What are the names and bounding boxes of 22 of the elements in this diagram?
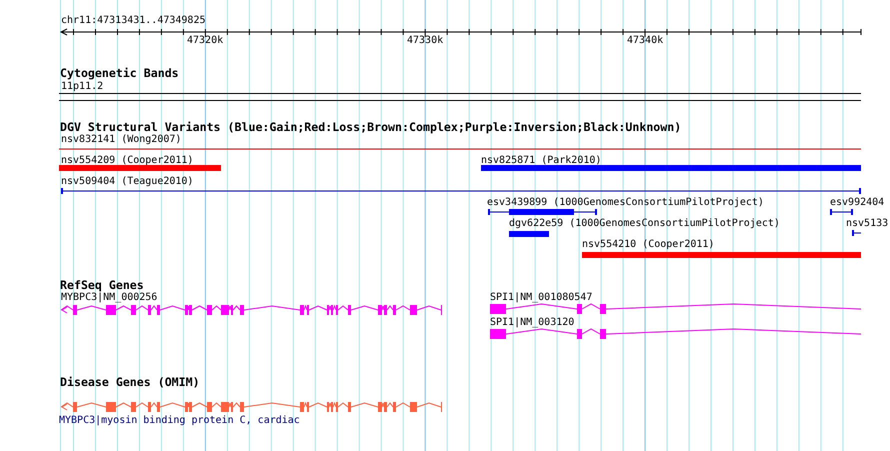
band-name: 11p11.2 [61,81,104,93]
variant-name: nsv509404 (Teague2010) [61,176,194,188]
scale-label: 47330k [407,35,444,47]
variant-name: esv3439899 (1000GenomesConsortiumPilotProject) [487,197,764,209]
variant-name: nsv825871 (Park2010) [481,155,602,167]
scale-label: 47340k [627,35,664,47]
variant-name: nsv554209 (Cooper2011) [61,155,194,167]
coordinate-range: chr11:47313431..47349825 [61,15,206,27]
gene-name: SPI1|NM_003120 [490,317,574,329]
track-title: Cytogenetic Bands [60,67,179,80]
variant-name: nsv554210 (Cooper2011) [582,239,714,251]
disease-gene-name: MYBPC3|myosin binding protein C, cardiac [59,415,300,427]
variant-name: nsv832141 (Wong2007) [61,134,182,146]
variant-name: esv992404 [830,197,884,209]
gene-name: SPI1|NM_001080547 [490,292,592,304]
track-title: DGV Structural Variants (Blue:Gain;Red:Loss;Brown:Complex;Purple:Inversion;Black:Unknown) [60,121,682,134]
track-title: Disease Genes (OMIM) [60,376,200,389]
gene-name: MYBPC3|NM_000256 [61,292,158,304]
variant-name: dgv622e59 (1000GenomesConsortiumPilotProject) [509,218,780,230]
variant-name: nsv5133 [846,218,888,230]
scale-label: 47320k [187,35,224,47]
track-title: RefSeq Genes [60,279,144,292]
